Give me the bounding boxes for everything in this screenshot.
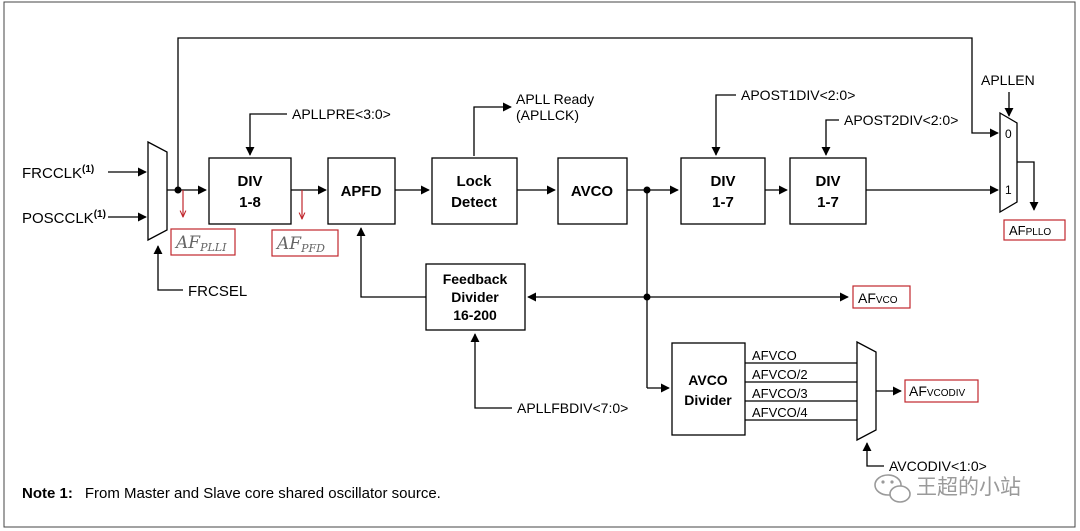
apllck-label: (APLLCK)	[516, 107, 579, 123]
apost2div-arrow	[821, 119, 839, 156]
apllfbdiv-arrow	[470, 333, 512, 409]
mux-input-1: 1	[1005, 183, 1012, 197]
feedback-line1: Feedback	[443, 271, 508, 287]
lock-line2: Detect	[451, 194, 497, 211]
frcclk-footnote: (1)	[82, 164, 94, 175]
div17a-line1: DIV	[710, 173, 735, 190]
note-label: Note 1:	[22, 485, 73, 502]
apost2div-label: APOST2DIV<2:0>	[844, 112, 958, 128]
div-out-label-4: AFVCO/4	[752, 405, 808, 420]
posclk-footnote: (1)	[94, 209, 106, 220]
apllpre-arrow	[245, 113, 287, 156]
div-1-7-first-block	[680, 157, 766, 225]
input-mux	[147, 140, 168, 242]
diagram-frame	[3, 1, 1076, 528]
feedback-line2: Divider	[451, 289, 499, 305]
af-pllo-label: AFPLLO	[1009, 223, 1051, 238]
watermark-text: 王超的小站	[916, 475, 1021, 499]
af-vcodiv-box	[904, 379, 979, 403]
apllpre-label: APLLPRE<3:0>	[292, 106, 391, 122]
bypass-path	[177, 37, 999, 190]
div-out-label-1: AFVCO	[752, 348, 797, 363]
af-pfd-subscript: PFD	[300, 242, 325, 255]
apfd-block	[327, 157, 396, 225]
af-plli-box	[170, 228, 236, 256]
frcclk-label: FRCCLK(1)	[22, 164, 94, 182]
avcodiv-label: AVCODIV<1:0>	[889, 458, 987, 474]
af-vcodiv-label: AFVCODIV	[909, 383, 966, 399]
div18-line2: 1-8	[239, 194, 261, 211]
lock-line1: Lock	[456, 173, 492, 190]
af-pllo-subscript: PLLO	[1026, 227, 1052, 238]
apfd-label: APFD	[341, 183, 382, 200]
avco-label: AVCO	[571, 183, 614, 200]
af-vco-subscript: VCO	[876, 295, 898, 306]
avco-block	[557, 157, 628, 225]
avco-div-line2: Divider	[684, 392, 732, 408]
apost1div-arrow	[711, 94, 736, 156]
feedback-divider-block	[425, 263, 526, 331]
wechat-icon	[874, 474, 911, 503]
apll-ready-label: APLL Ready	[516, 91, 594, 107]
output-mux	[999, 111, 1018, 214]
avcodiv-mux	[856, 340, 877, 442]
note-text: From Master and Slave core shared oscill…	[85, 485, 441, 502]
mux-input-0: 0	[1005, 127, 1012, 141]
div-out-label-2: AFVCO/2	[752, 367, 808, 382]
apost1div-label: APOST1DIV<2:0>	[741, 87, 855, 103]
frcsel-label: FRCSEL	[188, 283, 247, 300]
posclk-label: POSCCLK(1)	[22, 209, 106, 227]
af-plli-label: AFPLLI	[174, 233, 227, 254]
feedback-line3: 16-200	[453, 307, 497, 323]
apllen-label: APLLEN	[981, 72, 1035, 88]
af-vcodiv-subscript: VCODIV	[927, 388, 966, 399]
avcodiv-arrow	[862, 442, 884, 467]
avco-divider-block	[671, 342, 746, 436]
mux-output-arrow	[1017, 161, 1039, 211]
af-pfd-box	[271, 229, 339, 257]
div17b-line2: 1-7	[817, 194, 839, 211]
div17b-line1: DIV	[815, 173, 840, 190]
note: Note 1: From Master and Slave core shared…	[22, 485, 441, 502]
af-vco-box	[852, 285, 911, 309]
frcsel-arrow	[153, 245, 183, 291]
div-1-8-block	[208, 157, 292, 225]
af-pfd-label: AFPFD	[275, 234, 325, 255]
af-vco-label: AFVCO	[858, 290, 898, 306]
div17a-line2: 1-7	[712, 194, 734, 211]
avco-div-line1: AVCO	[688, 372, 728, 388]
feedback-to-apfd-arrow	[356, 227, 426, 298]
af-pllo-box	[1003, 219, 1066, 241]
apllfbdiv-label: APLLFBDIV<7:0>	[517, 400, 628, 416]
apll-ready-arrow	[473, 102, 512, 156]
af-plli-subscript: PLLI	[199, 241, 227, 254]
div-out-label-3: AFVCO/3	[752, 386, 808, 401]
div-1-7-second-block	[789, 157, 867, 225]
div18-line1: DIV	[237, 173, 262, 190]
lock-detect-block	[431, 157, 518, 225]
